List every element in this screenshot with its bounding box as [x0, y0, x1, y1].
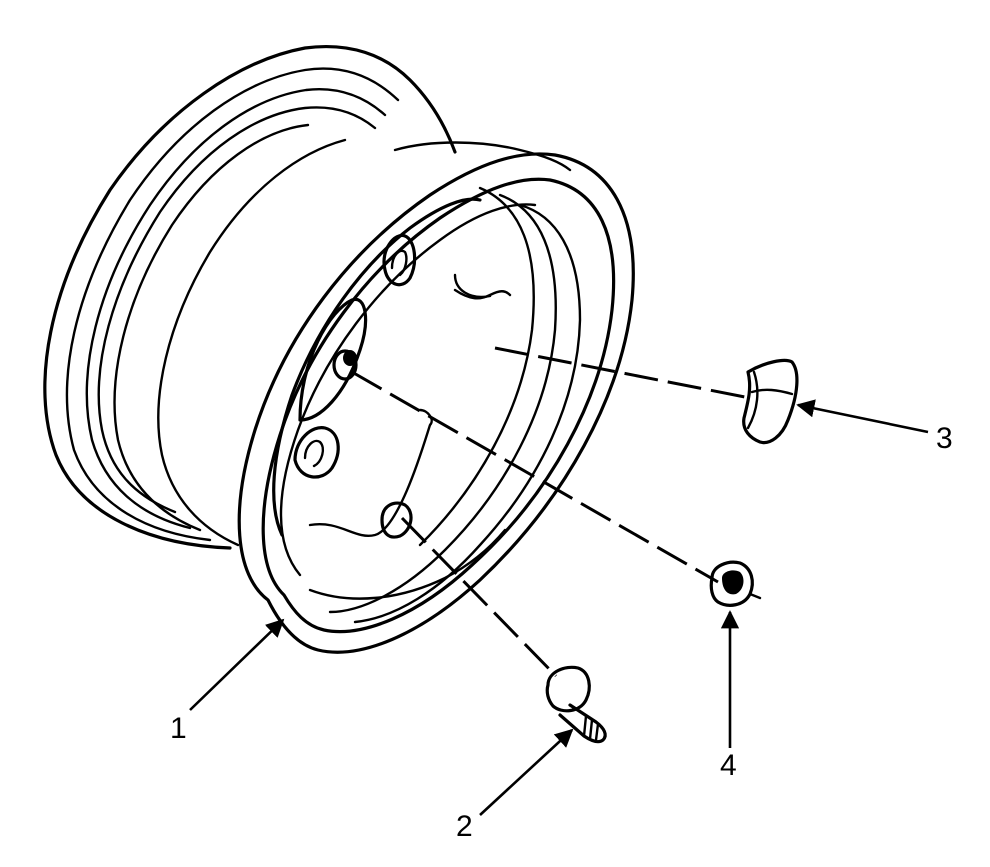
wheel-disc-flange: [453, 273, 492, 299]
explode-line-nut: [351, 370, 719, 584]
rim-barrel-ring: [113, 123, 310, 532]
leader-lines: [189, 399, 929, 816]
stud-hole: [293, 426, 340, 479]
explode-line-stud: [400, 516, 558, 678]
rim-barrel-ring: [97, 106, 377, 514]
callout-label-3: 3: [936, 422, 953, 455]
leader-line-3: [796, 399, 929, 434]
rim-front-lip-inner: [261, 177, 616, 634]
wheel-center-bore: [298, 297, 368, 422]
stud-hole: [332, 349, 358, 381]
rim-inner-ring: [418, 186, 535, 547]
callout-label-4: 4: [720, 749, 737, 782]
callout-label-2: 2: [456, 810, 473, 843]
leader-line-2: [479, 728, 574, 816]
wheel-stud: [545, 665, 607, 744]
wheel-disc-face: [272, 197, 482, 537]
rim-front-lip-outer: [237, 152, 635, 654]
rim-back-outline: [43, 44, 457, 550]
balance-weight: [742, 358, 799, 445]
explode-lines: [351, 346, 751, 678]
rim-barrel-ring: [85, 88, 387, 530]
rim-inner-ring: [353, 203, 582, 624]
rim-inner-ring: [279, 203, 537, 577]
rim-barrel-ring: [65, 67, 400, 542]
stud-hole: [380, 501, 413, 539]
rim-inner-ring: [328, 193, 557, 614]
rim-lip-band: [393, 141, 572, 172]
callout-label-1: 1: [170, 712, 187, 745]
rim-barrel-ring: [157, 138, 347, 547]
stud-hole: [382, 233, 417, 287]
wheel-nut: [709, 560, 762, 607]
rim-inner-ring: [308, 528, 507, 600]
leader-line-1: [189, 618, 285, 711]
wheel-rim: [43, 44, 635, 654]
